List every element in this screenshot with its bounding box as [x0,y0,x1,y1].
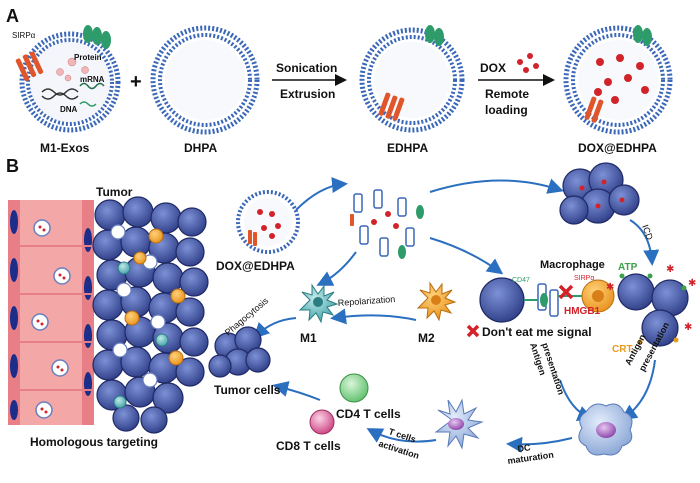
crt-label: CRT [612,344,633,355]
step1-bottom-label: Extrusion [280,87,335,101]
icd-tumor-cluster [559,162,640,225]
homologous-targeting-label: Homologous targeting [30,435,158,449]
cd47-label: CD47 [512,277,530,284]
edhpa-vesicle [359,25,465,133]
step2-top-label: Remote [485,87,529,101]
edhpa-title: EDHPA [387,141,428,155]
repolarization-label: Repolarization [337,294,395,308]
cd47-tumor-cell [479,277,525,323]
svg-text:✱: ✱ [666,264,674,275]
block-x-icon [558,284,574,300]
dox-label: DOX [480,61,506,75]
m1-sirpa-label: SIRPα [12,31,36,40]
dying-tumor-cells [617,273,689,347]
m2-label: M2 [418,331,435,345]
m1-label: M1 [300,331,317,345]
panel-b-letter: B [6,156,19,176]
svg-text:✱: ✱ [606,282,614,293]
m1-exos-title: M1-Exos [40,141,90,155]
dox-edhpa-title: DOX@EDHPA [578,141,657,155]
m1-mrna-label: mRNA [80,75,105,84]
hmgb1-stars: ✱ ✱ ✱ ✱ [606,264,696,333]
cd4-t-cell [339,373,369,403]
sirpa-b-label: SIRPα [574,275,594,282]
plus-sign: + [130,71,142,93]
cd4-label: CD4 T cells [336,407,401,421]
dont-eat-me-x-icon [466,324,480,338]
svg-text:✱: ✱ [688,278,696,289]
svg-text:✱: ✱ [684,322,692,333]
dhpa-title: DHPA [184,141,217,155]
cd8-label: CD8 T cells [276,439,341,453]
m1-dna-label: DNA [60,105,78,114]
dox-molecules [517,53,539,73]
dc-label-b: maturation [507,450,554,466]
m1-macrophage [298,283,339,324]
tumor-cells-label: Tumor cells [214,383,281,397]
blood-vessel [8,200,94,425]
dc-label-a: DC [517,442,532,454]
macrophage-label: Macrophage [540,259,605,271]
dont-eat-me-label: Don't eat me signal [482,325,592,339]
hmgb1-label: HMGB1 [564,306,601,317]
immature-dc [434,398,484,450]
crt-markers [637,337,679,345]
m2-macrophage [416,281,457,322]
killed-tumor-cells [208,326,271,378]
mature-dc [578,403,633,456]
m1-exos-vesicle [15,25,121,133]
m1-protein-label: Protein [74,53,102,62]
dox-edhpa-vesicle [563,25,673,135]
atp-markers [619,273,687,291]
b-dox-edhpa-label: DOX@EDHPA [216,259,295,273]
tumor-label: Tumor [96,185,133,199]
cd8-t-cell [309,409,335,435]
step2-bottom-label: loading [485,103,528,117]
panel-a-letter: A [6,6,19,26]
step1-top-label: Sonication [276,61,337,75]
icd-drug-dots [579,179,625,209]
released-components [350,189,424,259]
b-dox-edhpa-vesicle [236,190,300,254]
atp-label: ATP [618,262,638,273]
sirpa-nanoparticle [537,283,559,317]
tumor-mass [92,196,209,434]
dhpa-liposome [150,25,260,135]
icd-label: ICD [640,223,655,241]
